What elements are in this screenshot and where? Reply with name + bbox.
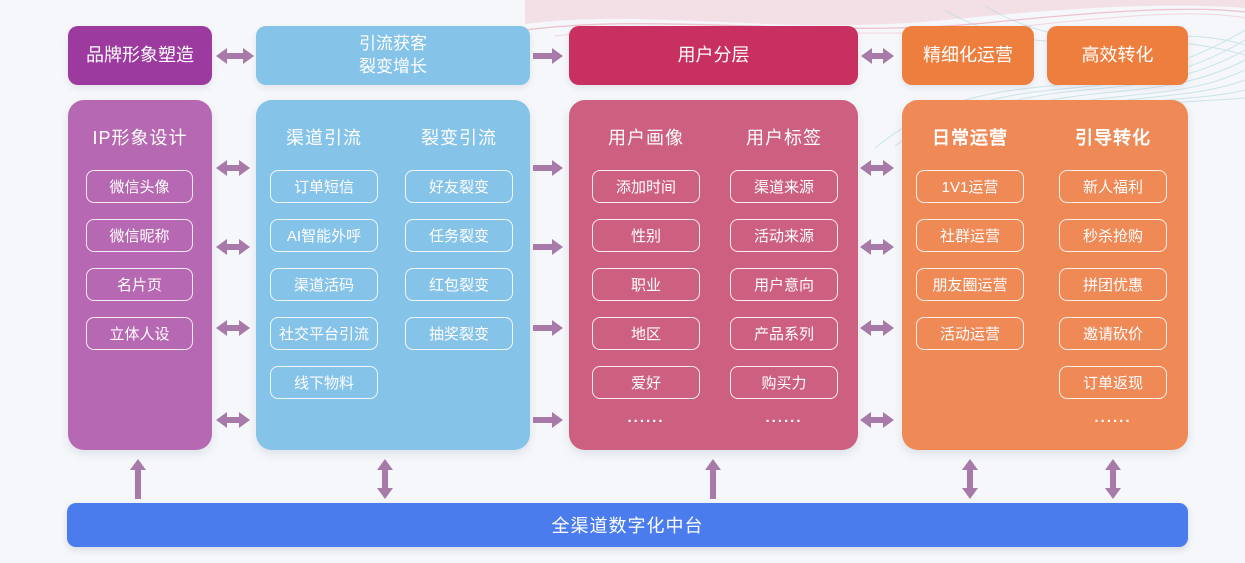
item-redpack-fission: 红包裂变: [405, 268, 513, 301]
column-user: 用户画像 用户标签 添加时间 性别 职业 地区 爱好 ...... 渠道来源 活…: [569, 100, 858, 450]
item-offline-material: 线下物料: [270, 366, 378, 399]
stage-segmentation-box: 用户分层: [569, 26, 858, 85]
item-persona-setting: 立体人设: [86, 317, 193, 350]
persona-more-ellipsis: ......: [627, 408, 665, 426]
arrow-ip-traffic-row2: [216, 239, 250, 255]
guide-more-ellipsis: ......: [1094, 408, 1132, 426]
stage-brand-box: 品牌形象塑造: [68, 26, 212, 85]
item-social-platform: 社交平台引流: [270, 317, 378, 350]
item-hobby: 爱好: [592, 366, 700, 399]
column-ip-design-title: IP形象设计: [92, 128, 188, 148]
item-gender: 性别: [592, 219, 700, 252]
arrow-traffic-platform: [377, 459, 393, 499]
stage-conversion-box: 高效转化: [1047, 26, 1188, 85]
stage-refined-operation-box: 精细化运营: [902, 26, 1034, 85]
item-moments-operation: 朋友圈运营: [916, 268, 1024, 301]
item-add-time: 添加时间: [592, 170, 700, 203]
arrow-conversion-platform: [1105, 459, 1121, 499]
item-invite-bargain: 邀请砍价: [1059, 317, 1167, 350]
item-task-fission: 任务裂变: [405, 219, 513, 252]
arrow-acquisition-segmentation: [533, 48, 563, 64]
item-channel-source: 渠道来源: [730, 170, 838, 203]
column-ip-design: IP形象设计 微信头像 微信昵称 名片页 立体人设: [68, 100, 212, 450]
arrow-user-operation-row1: [860, 160, 894, 176]
arrow-user-operation-row3: [860, 320, 894, 336]
column-persona-title: 用户画像: [608, 128, 684, 148]
arrow-ip-traffic-row1: [216, 160, 250, 176]
arrow-traffic-user-row1: [533, 160, 563, 176]
item-activity-operation: 活动运营: [916, 317, 1024, 350]
stage-acquisition-box: 引流获客 裂变增长: [256, 26, 530, 85]
item-wechat-avatar: 微信头像: [86, 170, 193, 203]
item-flash-sale: 秒杀抢购: [1059, 219, 1167, 252]
arrow-ip-traffic-row4: [216, 412, 250, 428]
column-daily-operation-title: 日常运营: [932, 128, 1008, 148]
column-channel-title: 渠道引流: [286, 128, 362, 148]
item-region: 地区: [592, 317, 700, 350]
item-card-page: 名片页: [86, 268, 193, 301]
column-traffic: 渠道引流 裂变引流 订单短信 AI智能外呼 渠道活码 社交平台引流 线下物料 好…: [256, 100, 530, 450]
item-order-sms: 订单短信: [270, 170, 378, 203]
column-fission-title: 裂变引流: [421, 128, 497, 148]
column-tags-title: 用户标签: [746, 128, 822, 148]
platform-bar: 全渠道数字化中台: [67, 503, 1188, 547]
item-group-discount: 拼团优惠: [1059, 268, 1167, 301]
item-ai-outbound-call: AI智能外呼: [270, 219, 378, 252]
item-friend-fission: 好友裂变: [405, 170, 513, 203]
arrow-brand-acquisition: [216, 48, 254, 64]
arrow-user-operation-row2: [860, 239, 894, 255]
item-product-series: 产品系列: [730, 317, 838, 350]
arrow-traffic-user-row4: [533, 412, 563, 428]
item-occupation: 职业: [592, 268, 700, 301]
item-purchase-power: 购买力: [730, 366, 838, 399]
item-1v1-operation: 1V1运营: [916, 170, 1024, 203]
arrow-traffic-user-row2: [533, 239, 563, 255]
arrow-ip-traffic-row3: [216, 320, 250, 336]
arrow-segmentation-operation: [861, 48, 894, 64]
item-wechat-nickname: 微信昵称: [86, 219, 193, 252]
arrow-user-platform: [705, 459, 721, 499]
item-user-intent: 用户意向: [730, 268, 838, 301]
column-guide-conversion-title: 引导转化: [1075, 128, 1151, 148]
column-operation: 日常运营 引导转化 1V1运营 社群运营 朋友圈运营 活动运营 新人福利 秒杀抢…: [902, 100, 1188, 450]
pink-wave-fill: [525, 0, 1245, 26]
arrow-daily-platform: [962, 459, 978, 499]
item-activity-source: 活动来源: [730, 219, 838, 252]
item-community-operation: 社群运营: [916, 219, 1024, 252]
item-channel-qrcode: 渠道活码: [270, 268, 378, 301]
arrow-traffic-user-row3: [533, 320, 563, 336]
tags-more-ellipsis: ......: [765, 408, 803, 426]
item-order-cashback: 订单返现: [1059, 366, 1167, 399]
arrow-ip-platform: [130, 459, 146, 499]
item-lottery-fission: 抽奖裂变: [405, 317, 513, 350]
item-newcomer-benefit: 新人福利: [1059, 170, 1167, 203]
arrow-user-operation-row4: [860, 412, 894, 428]
